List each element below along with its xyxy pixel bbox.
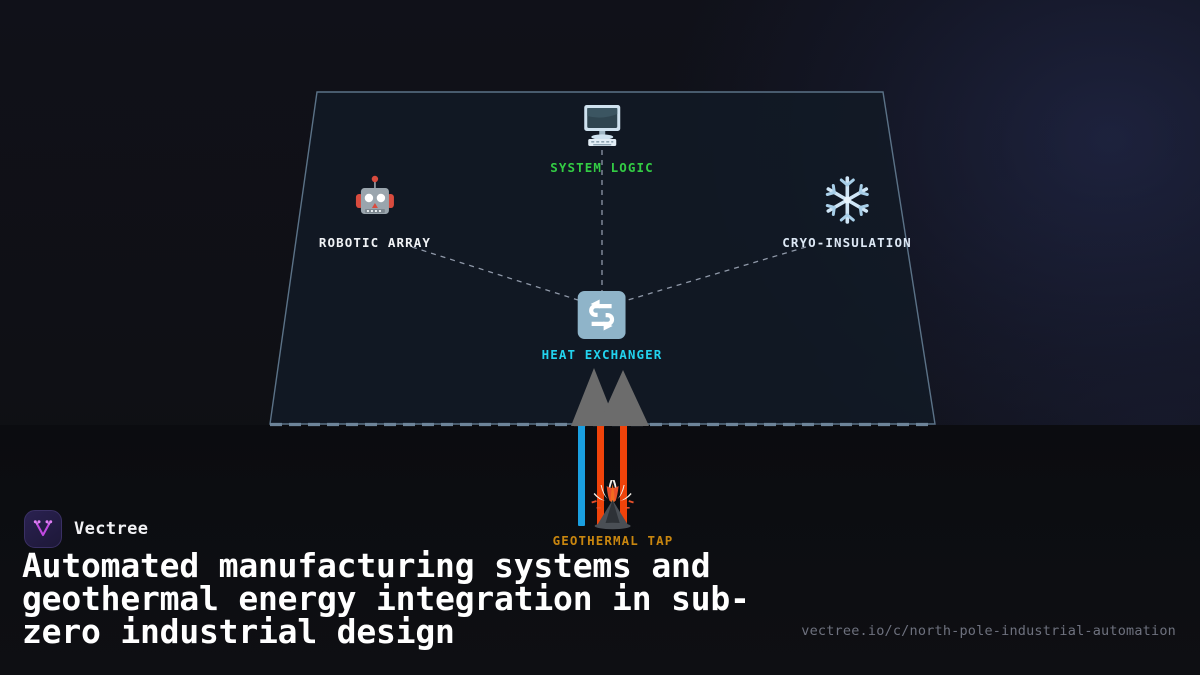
headline: Automated manufacturing systems and geot… bbox=[22, 546, 750, 651]
volcano-sparks bbox=[591, 500, 635, 509]
volcano-cone-shadow bbox=[604, 500, 621, 526]
monitor-neck bbox=[598, 131, 605, 136]
exchanger-arrowhead-left bbox=[590, 299, 600, 309]
mountain-peak-right bbox=[598, 370, 649, 426]
node-system-logic[interactable]: SYSTEM LOGIC bbox=[550, 97, 654, 175]
robot-nose bbox=[371, 203, 378, 208]
robot-eye-left bbox=[364, 193, 374, 203]
logo-node-1 bbox=[33, 520, 37, 524]
logo-v-stroke bbox=[35, 522, 51, 537]
node-label-geothermal-tap: GEOTHERMAL TAP bbox=[552, 533, 674, 548]
exchanger-tile bbox=[577, 291, 626, 339]
keyboard-keys bbox=[590, 141, 613, 146]
robot-eye-right bbox=[376, 193, 386, 203]
mountain-outcrop bbox=[571, 368, 649, 426]
node-heat-exchanger[interactable]: HEAT EXCHANGER bbox=[542, 290, 663, 362]
robot-icon bbox=[319, 172, 431, 228]
node-label-system-logic: SYSTEM LOGIC bbox=[550, 160, 654, 175]
exchanger-arrow-bottom bbox=[591, 313, 615, 326]
robot-antenna-light bbox=[371, 175, 379, 183]
volcano-eruption-plume bbox=[593, 480, 632, 502]
volcano-icon bbox=[553, 478, 674, 530]
source-url: vectree.io/c/north-pole-industrial-autom… bbox=[801, 623, 1176, 639]
logo-node-2 bbox=[37, 520, 41, 524]
monitor-base bbox=[590, 134, 613, 140]
brand-lockup: Vectree bbox=[24, 510, 148, 548]
snowflake-branches bbox=[825, 178, 869, 222]
exchanger-arrowhead-right bbox=[603, 321, 613, 331]
node-robotic-array[interactable]: ROBOTIC ARRAY bbox=[319, 172, 431, 250]
robot-teeth bbox=[366, 210, 381, 212]
exchanger-arrow-top bbox=[589, 304, 612, 317]
vectree-logo-icon bbox=[24, 510, 62, 548]
logo-node-3 bbox=[45, 520, 49, 524]
node-label-robotic-array: ROBOTIC ARRAY bbox=[318, 235, 432, 250]
volcano-base bbox=[594, 522, 631, 530]
exchange-arrows-icon bbox=[542, 290, 663, 340]
snowflake-icon bbox=[782, 172, 911, 228]
hot-return-pipe bbox=[620, 421, 627, 526]
logo-node-4 bbox=[49, 520, 53, 524]
node-label-heat-exchanger: HEAT EXCHANGER bbox=[541, 347, 663, 362]
node-label-cryo-insulation: CRYO-INSULATION bbox=[782, 235, 912, 250]
desktop-computer-icon bbox=[550, 97, 654, 153]
cold-return-pipe bbox=[578, 421, 585, 526]
snowflake-core bbox=[843, 196, 851, 204]
monitor-screen-glare bbox=[586, 108, 617, 118]
brand-name: Vectree bbox=[74, 519, 149, 539]
hot-supply-pipe bbox=[597, 421, 604, 526]
node-geothermal-tap[interactable]: GEOTHERMAL TAP bbox=[553, 478, 674, 548]
node-cryo-insulation[interactable]: CRYO-INSULATION bbox=[782, 172, 911, 250]
